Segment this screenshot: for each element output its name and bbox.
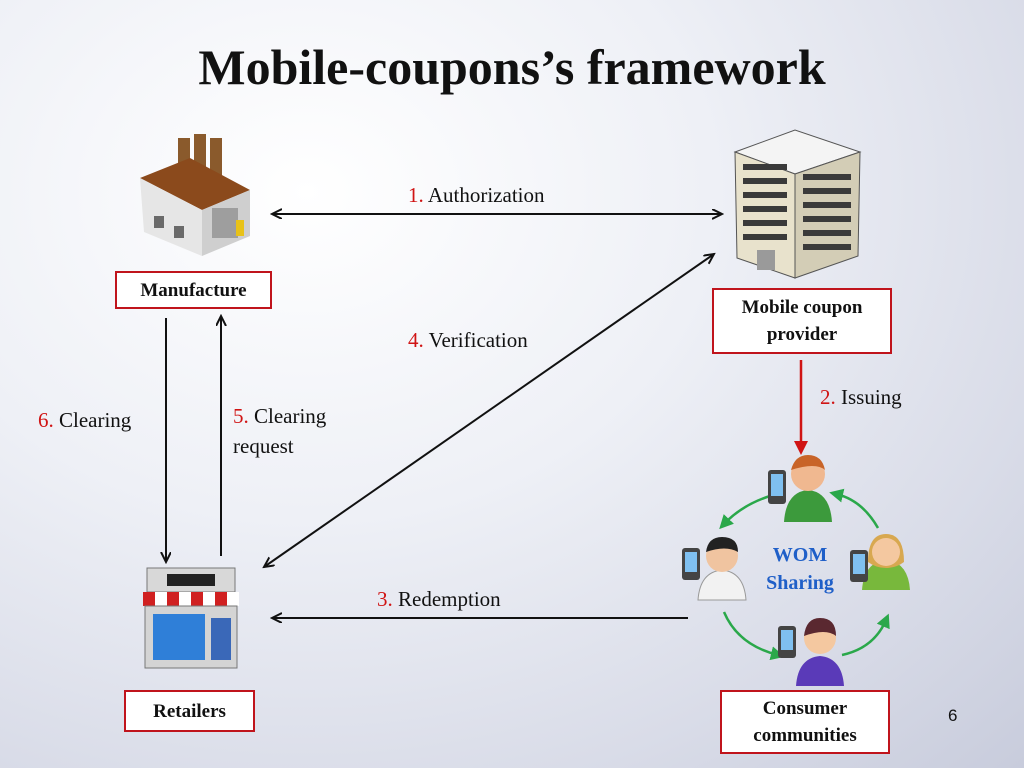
consumer-group-icon — [682, 455, 910, 686]
step-clearing: 6. Clearing — [38, 408, 131, 433]
step-number: 5. — [233, 404, 249, 428]
slide-title: Mobile-coupons’s framework — [198, 39, 826, 95]
page-number: 6 — [948, 706, 958, 725]
step-verification: 4. Verification — [408, 328, 528, 353]
step-number: 2. — [820, 385, 836, 409]
manufacture-label: Manufacture — [140, 279, 247, 301]
consumers-label: Consumer communities — [753, 698, 857, 746]
step-number: 4. — [408, 328, 424, 352]
step-number: 3. — [377, 587, 393, 611]
wom-sharing-label: WOM Sharing — [766, 544, 834, 594]
store-icon — [143, 567, 239, 669]
step-issuing: 2. Issuing — [820, 385, 902, 410]
wom-cycle-arrows — [719, 488, 890, 661]
step-text: Verification — [428, 328, 528, 352]
step-text: Clearing — [59, 408, 132, 432]
consumers-box: Consumer communities — [720, 690, 890, 754]
step-authorization: 1. Authorization — [408, 183, 544, 208]
provider-label: Mobile coupon provider — [741, 297, 863, 345]
step-clearing-request: 5. Clearing request — [233, 401, 353, 461]
step-number: 1. — [408, 183, 424, 207]
office-building-icon — [733, 129, 862, 279]
verification-arrow — [264, 254, 714, 567]
step-text: Redemption — [398, 587, 501, 611]
manufacture-box: Manufacture — [115, 271, 272, 309]
factory-icon — [140, 134, 250, 256]
step-text: Issuing — [841, 385, 902, 409]
retailers-label: Retailers — [153, 700, 226, 722]
step-number: 6. — [38, 408, 54, 432]
step-redemption: 3. Redemption — [377, 587, 501, 612]
provider-box: Mobile coupon provider — [712, 288, 892, 354]
step-text: Authorization — [427, 183, 545, 207]
retailers-box: Retailers — [124, 690, 255, 732]
step-text: Clearing request — [233, 404, 327, 458]
